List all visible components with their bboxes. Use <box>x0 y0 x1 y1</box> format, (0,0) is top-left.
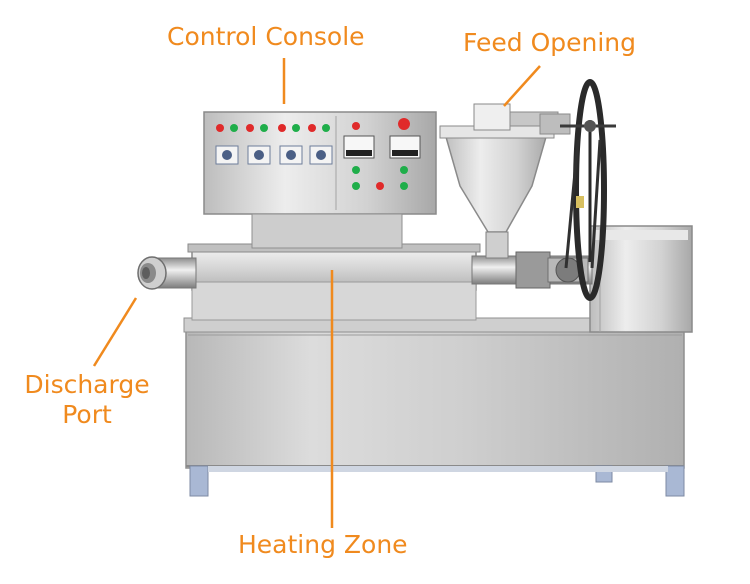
analog-meters <box>343 118 421 190</box>
base-cabinet <box>185 327 685 469</box>
screw-shaft <box>471 251 593 289</box>
leader-line-feed-opening <box>503 65 541 107</box>
indicator-light-icon <box>398 118 410 130</box>
leader-line-discharge-port <box>92 297 138 367</box>
feed-hopper <box>439 103 571 259</box>
control-console-label: Control Console <box>167 22 365 51</box>
rotary-knobs <box>215 145 333 165</box>
indicator-light-icon <box>376 182 384 190</box>
indicator-light-icon <box>352 182 360 190</box>
indicator-light-icon <box>278 124 286 132</box>
indicator-light-icon <box>308 124 316 132</box>
discharge-port-label-line1: Discharge <box>24 370 150 399</box>
heating-zone-label: Heating Zone <box>238 530 408 559</box>
indicator-light-icon <box>400 182 408 190</box>
legs <box>189 465 685 497</box>
indicator-light-icon <box>230 124 238 132</box>
control-console <box>203 111 437 249</box>
indicator-light-icon <box>400 166 408 174</box>
indicator-light-icon <box>352 166 360 174</box>
indicator-lights <box>216 124 330 132</box>
feed-opening-label: Feed Opening <box>463 28 637 57</box>
heating-barrel <box>187 243 481 321</box>
indicator-light-icon <box>260 124 268 132</box>
discharge-pipe <box>137 256 197 290</box>
indicator-light-icon <box>216 124 224 132</box>
indicator-light-icon <box>292 124 300 132</box>
indicator-light-icon <box>322 124 330 132</box>
pulley-wheel-icon <box>560 79 616 301</box>
leader-lines <box>92 58 541 528</box>
discharge-port-label: Discharge Port <box>14 370 160 430</box>
indicator-light-icon <box>246 124 254 132</box>
discharge-port-label-line2: Port <box>62 400 112 429</box>
indicator-light-icon <box>352 122 360 130</box>
